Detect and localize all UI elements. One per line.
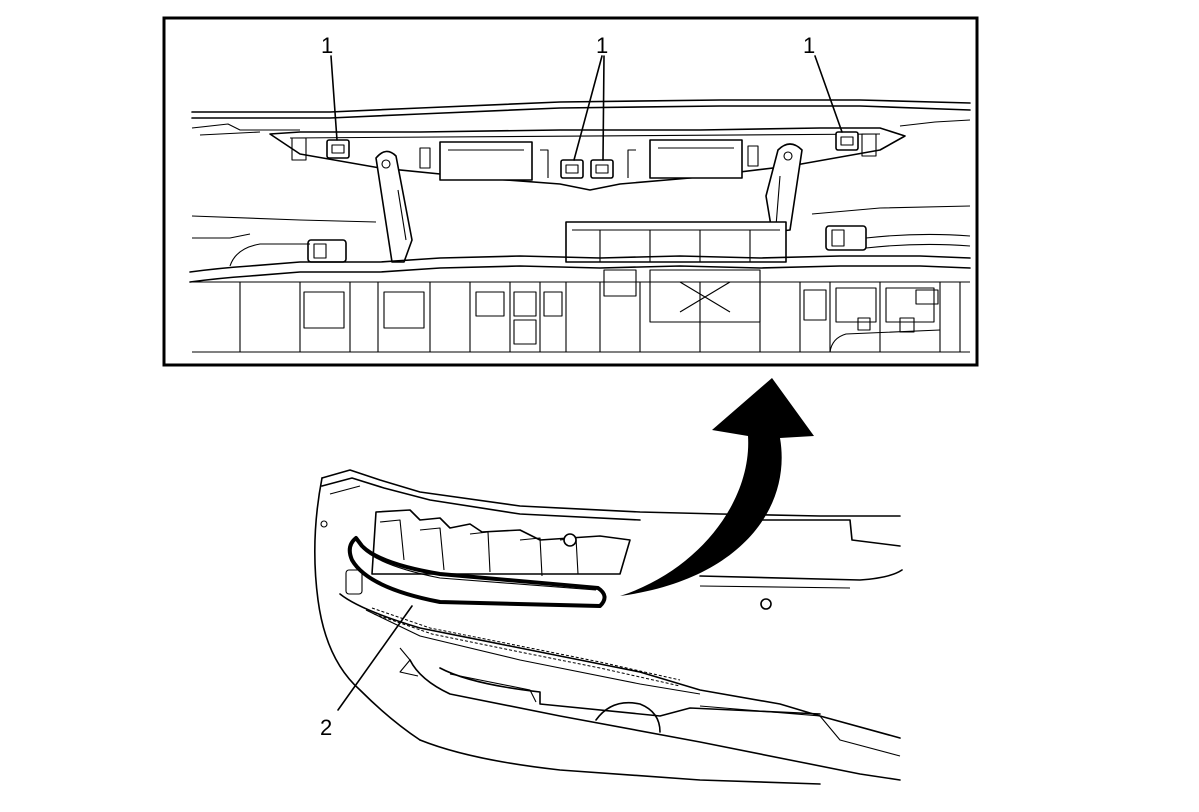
detail-arrow-icon	[620, 378, 814, 596]
inset-linework	[189, 55, 971, 353]
retainer-clip-left	[326, 139, 350, 159]
inset-lower-grid	[192, 269, 970, 353]
callout-1-left: 1	[321, 33, 333, 58]
retainer-clip-right	[835, 131, 859, 151]
harness-connector-left	[307, 239, 347, 263]
harness-connector-right	[825, 225, 867, 251]
detail-inset-frame	[162, 16, 979, 367]
callout-1-right: 1	[803, 33, 815, 58]
callout-1-center: 1	[596, 33, 608, 58]
retainer-clip-center-right	[590, 159, 614, 179]
retainer-clip-center-left	[560, 159, 584, 179]
detail-inset: 1 1 1	[162, 16, 979, 367]
bumper-overview	[314, 469, 903, 785]
lower-grille-mesh	[371, 607, 681, 687]
callout-2: 2	[320, 715, 332, 740]
callout-2-leader	[337, 605, 413, 711]
front-bumper-bar	[347, 536, 607, 608]
